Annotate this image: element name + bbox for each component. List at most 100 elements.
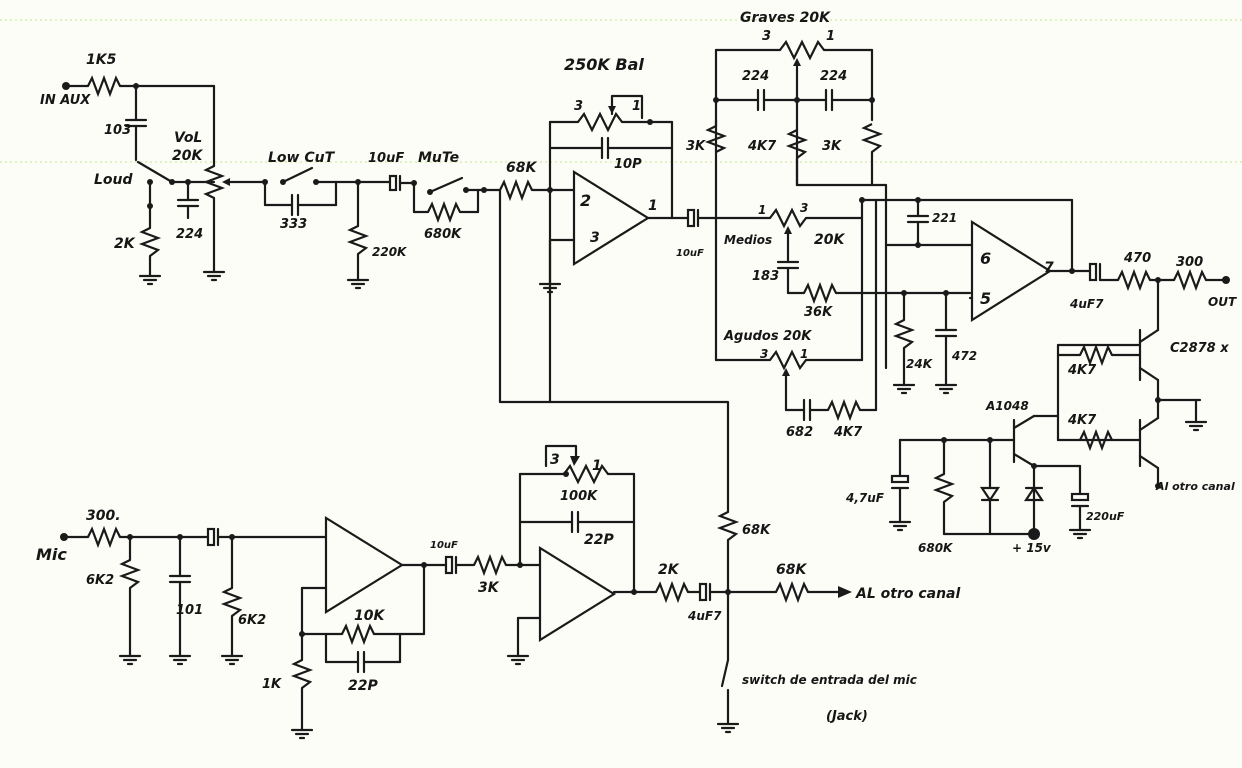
label-graves: Graves 20K (740, 10, 831, 26)
label-68k-right: 68K (776, 562, 807, 578)
resistor-300-mic (87, 525, 121, 549)
label-220k: 220K (372, 245, 408, 259)
opamp-2 (970, 220, 1053, 322)
graves-pot-20k (779, 39, 825, 61)
label-op2-out: 7 (1044, 260, 1054, 276)
label-680k: 680K (424, 227, 462, 242)
opamp-1-section (538, 94, 762, 404)
resistor-680k (427, 200, 461, 224)
volume-pot-20k (202, 165, 226, 199)
label-183: 183 (752, 269, 779, 284)
capacitor-10uf-out (686, 208, 696, 228)
label-medios-pin3: 3 (800, 201, 808, 215)
label-224-left: 224 (742, 69, 769, 84)
agudos-pot-20k (769, 349, 807, 371)
label-300-mic: 300. (86, 508, 121, 524)
label-bal: 250K Bal (564, 55, 644, 74)
label-agudos: Agudos 20K (723, 329, 812, 344)
medios-pot-20k (769, 207, 807, 229)
label-472: 472 (951, 349, 977, 363)
capacitor-220uf (1070, 492, 1090, 502)
label-682: 682 (786, 425, 813, 440)
label-3k-right: 3K (822, 139, 842, 154)
label-switch: switch de entrada del mic (742, 673, 917, 687)
resistor-3k-left (704, 125, 728, 153)
label-jack: (Jack) (826, 709, 868, 724)
mic-terminal (60, 533, 68, 541)
diode-1 (979, 486, 1001, 502)
label-agudos-pin1: 1 (800, 347, 808, 361)
capacitor-4uf7-mic (698, 582, 708, 602)
label-22p-b: 22P (584, 532, 614, 548)
label-loud: Loud (94, 172, 134, 188)
label-470: 470 (1123, 251, 1151, 266)
low-cut-switch (281, 166, 314, 184)
label-4k7-q2: 4K7 (1067, 413, 1097, 428)
resistor-36k (803, 281, 837, 305)
label-68k-top: 68K (506, 160, 537, 176)
resistor-68k-input (499, 178, 533, 202)
resistor-68k-out (775, 580, 809, 604)
arrow-to-other-channel (838, 586, 852, 598)
label-medios: Medios (724, 233, 772, 247)
label-10uf-b: 10uF (676, 248, 704, 259)
balance-pot-250k (577, 111, 623, 133)
in-aux-terminal (62, 82, 70, 90)
label-6k2-a: 6K2 (86, 573, 114, 588)
pot-100k (563, 463, 609, 485)
label-a1048: A1048 (985, 399, 1029, 413)
label-mic: Mic (36, 545, 67, 564)
label-680k-bias: 680K (918, 541, 954, 555)
label-graves-pin3: 3 (762, 29, 771, 44)
opamp-2-section (884, 197, 1230, 395)
loud-switch (136, 160, 174, 184)
label-4-7uf: 4,7uF (845, 491, 885, 505)
label-op1-out: 1 (648, 198, 658, 214)
label-68k-mid: 68K (742, 523, 771, 538)
label-10k: 10K (354, 608, 385, 624)
resistor-3k (473, 553, 507, 577)
label-bal-pin1: 1 (632, 99, 641, 114)
mic-section (60, 444, 852, 740)
label-in-aux: IN AUX (40, 93, 91, 108)
label-al-otro-canal-1: Al otro canal (1155, 480, 1235, 493)
resistor-4k7-q1 (1079, 343, 1113, 367)
label-4k7: 4K7 (747, 139, 777, 154)
label-10p: 10P (614, 157, 642, 172)
resistor-1k (290, 659, 314, 689)
label-plus-15v: + 15v (1012, 541, 1052, 555)
label-10uf-mic: 10uF (430, 540, 458, 551)
resistor-3k-right (860, 123, 884, 153)
label-op1-plus: 3 (590, 230, 600, 246)
label-6k2-b: 6K2 (238, 613, 266, 628)
capacitor-10uf-mic (444, 555, 454, 575)
resistor-680k-bias (932, 473, 956, 503)
label-4uf7-mic: 4uF7 (687, 609, 722, 623)
jack-switch (720, 658, 730, 688)
out-terminal (1222, 276, 1230, 284)
label-op2-plus: 5 (980, 289, 991, 308)
label-c2878: C2878 x (1170, 341, 1229, 356)
label-4uf7-out: 4uF7 (1069, 297, 1104, 311)
resistor-10k (341, 622, 375, 646)
resistor-24k (892, 319, 916, 349)
resistor-6k2-b (220, 587, 244, 617)
label-103: 103 (104, 123, 131, 138)
label-300-out: 300 (1176, 255, 1203, 270)
resistor-220k (346, 225, 370, 255)
pot-wiper-arrow (222, 178, 230, 186)
transistor-section (888, 328, 1208, 540)
label-2k-mic: 2K (658, 562, 680, 578)
label-vol-value: 20K (172, 148, 203, 164)
label-24k: 24K (906, 357, 934, 371)
resistor-2k (138, 227, 162, 257)
label-1k: 1K (262, 677, 282, 692)
tone-stack (704, 39, 1074, 422)
opamp-3 (324, 516, 405, 614)
mute-switch (428, 176, 464, 194)
label-graves-pin1: 1 (826, 29, 835, 44)
label-3k: 3K (478, 580, 500, 596)
resistor-470 (1117, 268, 1151, 292)
label-op1-minus: 2 (580, 191, 591, 210)
